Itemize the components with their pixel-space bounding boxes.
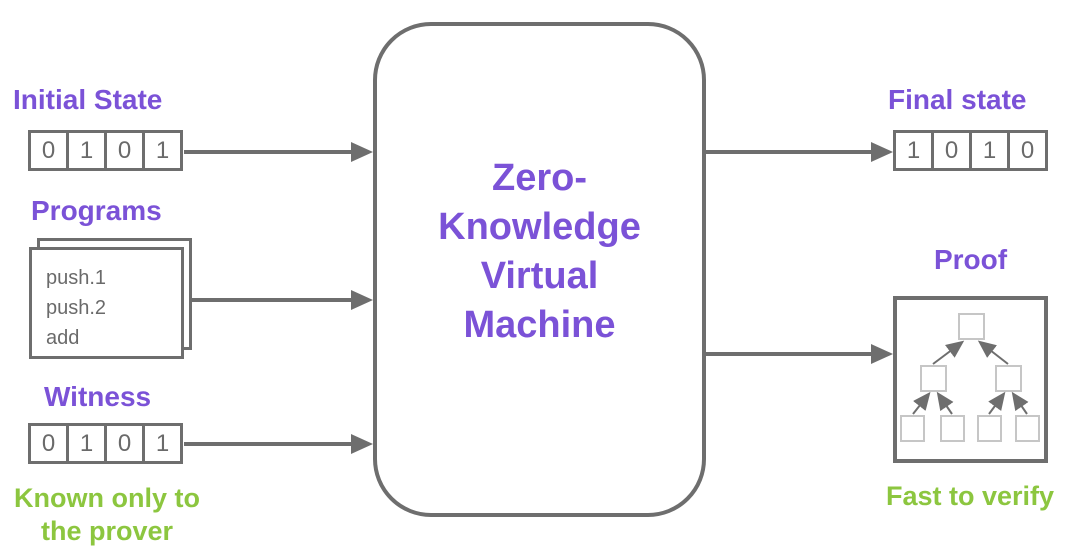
- program-card: push.1 push.2 add: [29, 247, 184, 359]
- arrowhead-icon: [351, 434, 373, 454]
- programs-label: Programs: [31, 195, 162, 226]
- bit-cell: 0: [28, 423, 69, 464]
- bit-cell: 0: [28, 130, 69, 171]
- bit-cell: 0: [104, 423, 145, 464]
- merkle-mid-node: [920, 365, 947, 392]
- arrowhead-icon: [351, 290, 373, 310]
- arrow-line: [191, 298, 353, 302]
- bit-cell: 1: [142, 423, 183, 464]
- bit-cell: 1: [969, 130, 1010, 171]
- arrow-zkvm-to-final-state: [704, 142, 893, 162]
- merkle-leaf-node: [1015, 415, 1040, 442]
- bit-cell: 1: [142, 130, 183, 171]
- arrow-line: [184, 150, 353, 154]
- bit-cell: 0: [931, 130, 972, 171]
- merkle-edge: [912, 391, 931, 415]
- bit-cell: 1: [893, 130, 934, 171]
- bit-cell: 1: [66, 423, 107, 464]
- prover-note: Known only to the prover: [0, 482, 214, 548]
- merkle-edge: [936, 391, 954, 415]
- bit-cell: 1: [66, 130, 107, 171]
- zkvm-title-line: Virtual: [480, 255, 599, 297]
- merkle-edge: [1011, 391, 1029, 415]
- program-line: add: [46, 327, 80, 349]
- arrowhead-icon: [871, 344, 893, 364]
- initial-state-bits: 0 1 0 1: [28, 130, 183, 171]
- witness-label: Witness: [44, 381, 152, 412]
- merkle-edge: [988, 391, 1006, 415]
- arrow-initial-state-to-zkvm: [184, 142, 373, 162]
- proof-label: Proof: [933, 244, 1008, 275]
- arrowhead-icon: [351, 142, 373, 162]
- zkvm-title-line: Knowledge: [438, 206, 641, 248]
- arrow-zkvm-to-proof: [704, 344, 893, 364]
- final-state-label: Final state: [888, 84, 1027, 115]
- zkvm-box: Zero- Knowledge Virtual Machine: [373, 22, 706, 517]
- arrow-programs-to-zkvm: [191, 290, 373, 310]
- merkle-leaf-node: [900, 415, 925, 442]
- final-state-bits: 1 0 1 0: [893, 130, 1048, 171]
- initial-state-label: Initial State: [13, 84, 163, 115]
- arrow-line: [704, 352, 873, 356]
- proof-box: [893, 296, 1048, 463]
- merkle-edge: [932, 340, 965, 365]
- program-line: push.1: [46, 267, 107, 289]
- merkle-leaf-node: [940, 415, 965, 442]
- zkvm-title-line: Zero-: [492, 157, 587, 199]
- prover-note-line: the prover: [40, 516, 174, 546]
- prover-note-line: Known only to: [14, 483, 200, 513]
- bit-cell: 0: [104, 130, 145, 171]
- merkle-tree-arrows: [912, 340, 1029, 415]
- arrow-line: [704, 150, 873, 154]
- verify-note: Fast to verify: [885, 481, 1055, 511]
- witness-bits: 0 1 0 1: [28, 423, 183, 464]
- arrow-line: [184, 442, 353, 446]
- arrow-witness-to-zkvm: [184, 434, 373, 454]
- merkle-leaf-node: [977, 415, 1002, 442]
- zkvm-title-line: Machine: [463, 304, 616, 346]
- arrowhead-icon: [871, 142, 893, 162]
- bit-cell: 0: [1007, 130, 1048, 171]
- merkle-edge: [977, 340, 1009, 365]
- zkvm-title: Zero- Knowledge Virtual Machine: [377, 154, 702, 350]
- program-line: push.2: [46, 297, 107, 319]
- merkle-root-node: [958, 313, 985, 340]
- merkle-mid-node: [995, 365, 1022, 392]
